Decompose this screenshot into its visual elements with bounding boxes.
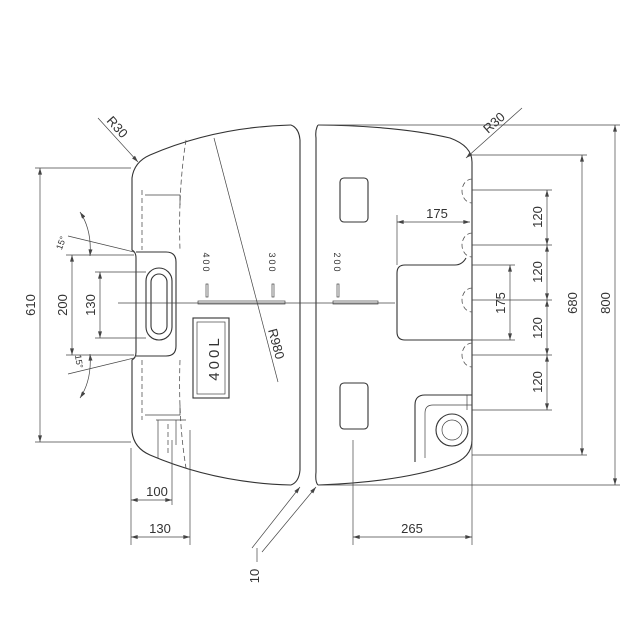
dim-label-120-4: 120 [530, 371, 545, 393]
level-mark-300: 300 [267, 252, 277, 273]
gap-leader-left [251, 486, 301, 549]
dim-label-120-3: 120 [530, 317, 545, 339]
lug-lower [339, 382, 369, 430]
handle-inner [150, 273, 168, 335]
dim-label-800: 800 [598, 292, 613, 314]
left-body: 400L 400 300 [131, 124, 301, 486]
level-tick-200 [336, 283, 340, 298]
level-tick-400 [205, 283, 209, 298]
inner-rib-upper [145, 194, 181, 205]
dim-label-610: 610 [23, 294, 38, 316]
right-body-seam [315, 124, 319, 486]
bottom-dimensions: 100 130 265 10 [130, 430, 473, 583]
handle-outer [145, 267, 173, 341]
dim-label-120-1: 120 [530, 206, 545, 228]
hidden-line-upper [179, 139, 187, 251]
outlet-recess-inner [424, 404, 472, 458]
left-body-seam [290, 124, 301, 486]
hidden-boss-4 [461, 342, 473, 368]
gap-leader-right [261, 486, 317, 553]
radius-leader-top-right [465, 107, 523, 159]
dim-label-175-height: 175 [493, 292, 508, 314]
left-dimensions: 610 200 130 15° 15° [23, 167, 146, 443]
inner-rib-lower [145, 405, 181, 416]
right-body: 200 [315, 124, 473, 486]
dim-label-265: 265 [401, 521, 423, 536]
angle-line-bottom [67, 357, 135, 375]
lug-upper [339, 177, 369, 223]
level-slot-right [332, 300, 379, 305]
radius-leader-top-left [97, 117, 139, 163]
level-tick-300 [271, 283, 275, 298]
angle-arc-top [79, 211, 93, 257]
right-dimensions: 175 175 120 120 120 120 680 800 [318, 124, 620, 486]
outlet-recess-outer [414, 394, 472, 462]
dim-label-175-width: 175 [426, 206, 448, 221]
hidden-boss-1 [461, 178, 473, 204]
capacity-plate-outer [192, 317, 230, 399]
angle-line-top [67, 235, 135, 253]
dim-label-680: 680 [565, 292, 580, 314]
dim-label-130-bottom: 130 [149, 521, 171, 536]
hidden-boss-3 [461, 287, 473, 313]
dim-label-120-2: 120 [530, 261, 545, 283]
outlet-outer [435, 413, 469, 447]
level-mark-200: 200 [332, 252, 342, 273]
level-mark-400: 400 [201, 252, 211, 273]
level-slot-left [197, 300, 286, 305]
angle-label-top: 15° [54, 234, 68, 251]
handle-recess [136, 251, 177, 357]
angle-label-bottom: 15° [73, 354, 85, 370]
dim-label-130: 130 [83, 294, 98, 316]
left-body-outline [131, 124, 292, 486]
radius-leader-large [213, 137, 279, 383]
hidden-boss-2 [461, 232, 473, 258]
dim-label-100: 100 [146, 484, 168, 499]
angle-arc-bottom [79, 353, 93, 399]
capacity-label: 400L [206, 335, 223, 380]
bottom-bracket [156, 419, 186, 458]
right-body-outline [317, 124, 473, 486]
dim-label-200: 200 [55, 294, 70, 316]
side-recess [396, 257, 472, 341]
outlet-inner [441, 419, 463, 441]
hidden-line-lower [179, 359, 187, 469]
capacity-plate-inner [196, 321, 226, 395]
dim-label-10: 10 [247, 569, 262, 583]
